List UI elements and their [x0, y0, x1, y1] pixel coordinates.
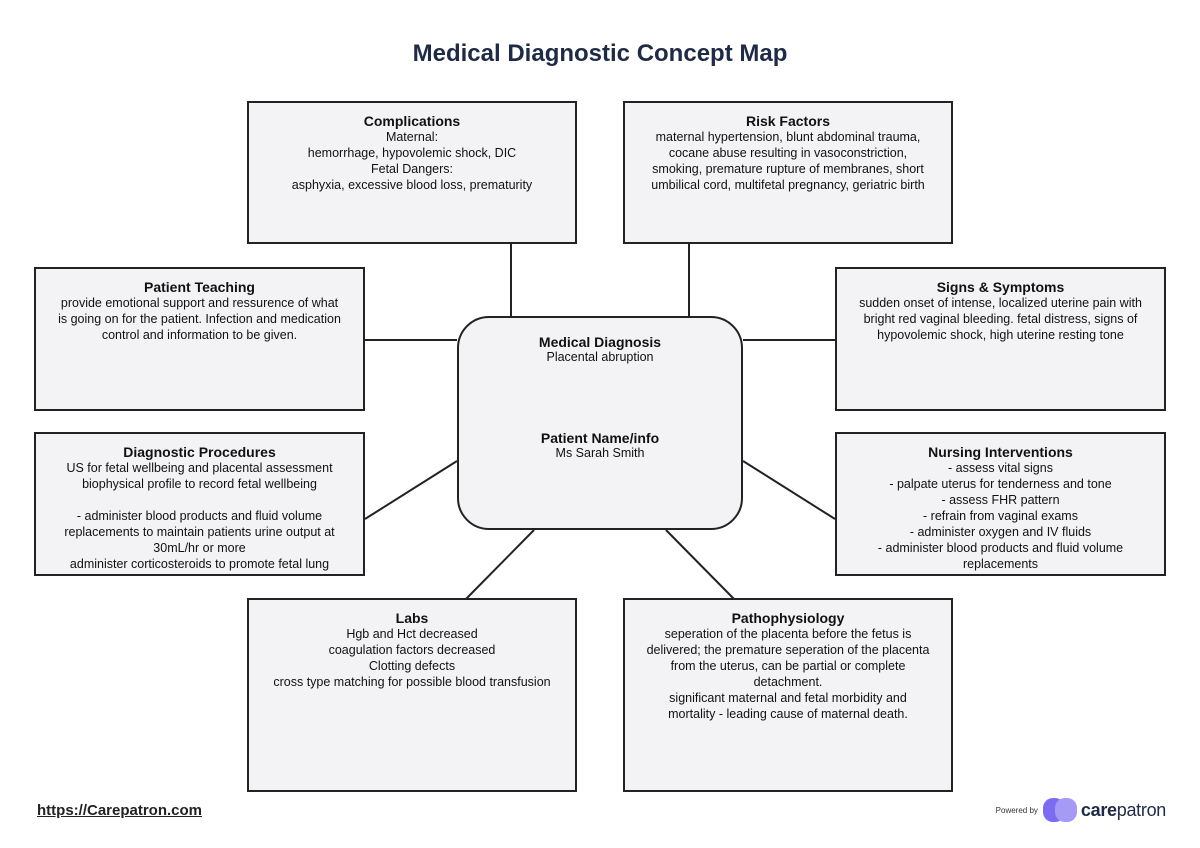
carepatron-link[interactable]: https://Carepatron.com: [37, 802, 203, 819]
patient-heading: Patient Name/info: [540, 430, 660, 446]
labs-heading: Labs: [395, 610, 429, 626]
diagnosis-heading: Medical Diagnosis: [538, 334, 662, 350]
pathophysiology-heading: Pathophysiology: [731, 610, 845, 626]
diagnostic-procedures-heading: Diagnostic Procedures: [123, 444, 276, 460]
labs-box: Labs Hgb and Hct decreased coagulation f…: [247, 598, 577, 792]
signs-symptoms-heading: Signs & Symptoms: [936, 279, 1065, 295]
connector-diagnostic-procedures: [364, 460, 458, 520]
signs-symptoms-body: sudden onset of intense, localized uteri…: [859, 296, 1142, 342]
medical-diagnosis-center: Medical Diagnosis Placental abruption Pa…: [457, 316, 743, 530]
brand-name: carepatron: [1081, 800, 1166, 821]
nursing-interventions-body: - assess vital signs - palpate uterus fo…: [877, 461, 1124, 574]
patient-teaching-heading: Patient Teaching: [144, 279, 255, 295]
carepatron-logo-icon: [1042, 798, 1077, 822]
labs-body: Hgb and Hct decreased coagulation factor…: [273, 627, 551, 689]
patient-value: Ms Sarah Smith: [555, 446, 645, 460]
brand-care: care: [1080, 799, 1117, 820]
complications-body: Maternal: hemorrhage, hypovolemic shock,…: [291, 130, 533, 192]
risk-factors-body: maternal hypertension, blunt abdominal t…: [651, 130, 925, 192]
pathophysiology-box: Pathophysiology seperation of the placen…: [623, 598, 953, 792]
page-title: Medical Diagnostic Concept Map: [412, 40, 788, 67]
risk-factors-heading: Risk Factors: [745, 113, 831, 129]
diagnostic-procedures-box: Diagnostic Procedures US for fetal wellb…: [34, 432, 365, 576]
brand-patron: patron: [1116, 799, 1167, 820]
complications-box: Complications Maternal: hemorrhage, hypo…: [247, 101, 577, 244]
connector-pathophysiology: [665, 529, 735, 600]
risk-factors-box: Risk Factors maternal hypertension, blun…: [623, 101, 953, 244]
nursing-interventions-heading: Nursing Interventions: [928, 444, 1073, 460]
carepatron-brand: Powered by carepatron: [996, 798, 1166, 822]
diagnostic-procedures-body: US for fetal wellbeing and placental ass…: [64, 461, 335, 574]
pathophysiology-body: seperation of the placenta before the fe…: [646, 627, 930, 721]
connector-nursing-interventions: [742, 460, 836, 520]
powered-by-label: Powered by: [995, 805, 1038, 815]
complications-heading: Complications: [363, 113, 461, 129]
connector-labs: [465, 529, 535, 600]
signs-symptoms-box: Signs & Symptoms sudden onset of intense…: [835, 267, 1166, 411]
patient-teaching-box: Patient Teaching provide emotional suppo…: [34, 267, 365, 411]
nursing-interventions-box: Nursing Interventions - assess vital sig…: [835, 432, 1166, 576]
patient-teaching-body: provide emotional support and ressurence…: [58, 296, 341, 342]
diagnosis-value: Placental abruption: [546, 350, 654, 364]
